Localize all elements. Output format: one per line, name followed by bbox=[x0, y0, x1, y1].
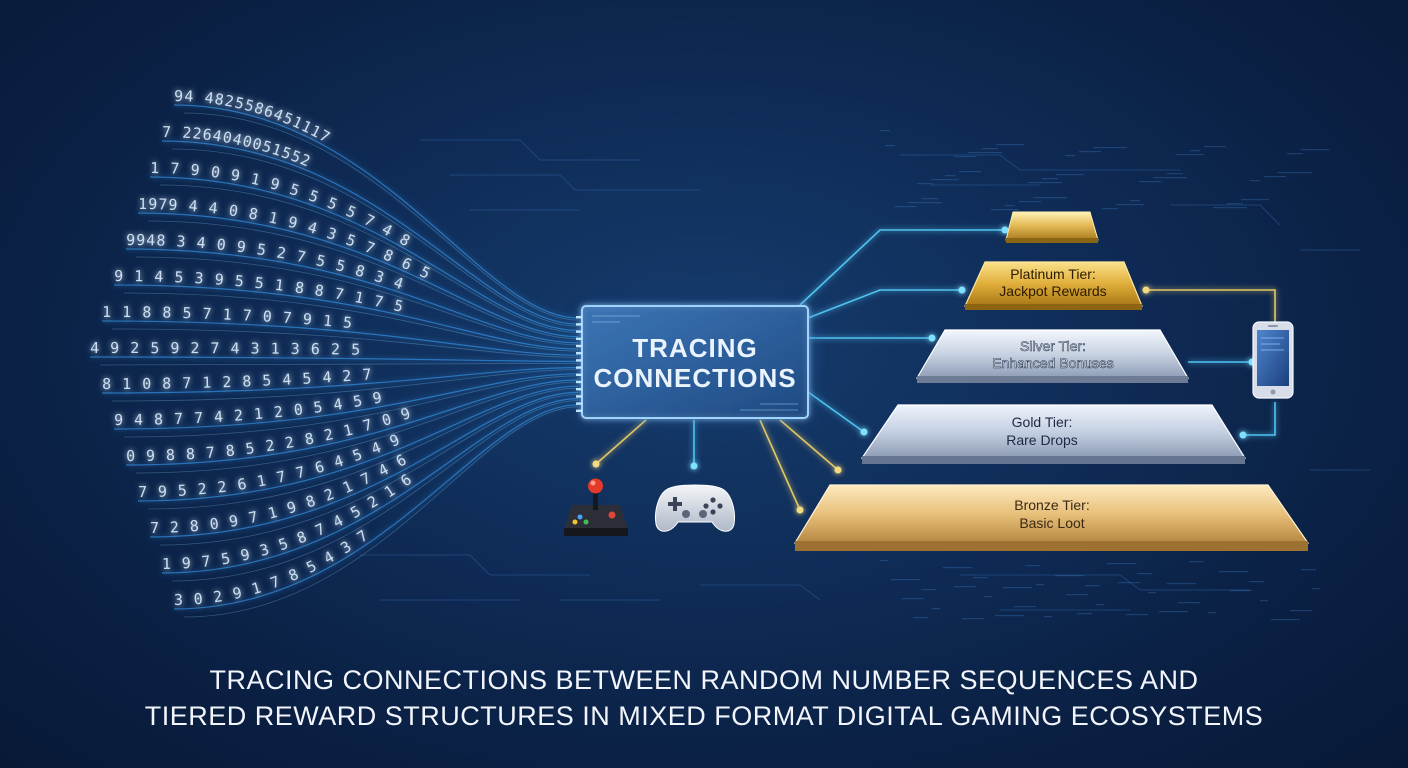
caption-line1: TRACING CONNECTIONS BETWEEN RANDOM NUMBE… bbox=[209, 665, 1199, 695]
tier-bronze-reward: Basic Loot bbox=[1019, 515, 1084, 531]
number-sequence: 4 9 2 5 9 2 7 4 3 1 3 6 2 5 bbox=[90, 339, 361, 359]
hub-title-line1: TRACING bbox=[632, 333, 757, 363]
joystick-icon bbox=[564, 478, 628, 536]
tier-platinum-reward: Jackpot Rewards bbox=[999, 283, 1106, 299]
caption-line2: TIERED REWARD STRUCTURES IN MIXED FORMAT… bbox=[144, 701, 1264, 731]
number-sequence: 1 1 8 8 5 7 1 7 0 7 9 1 5 bbox=[102, 303, 354, 332]
number-sequence: 8 1 0 8 7 1 2 8 5 4 5 4 2 7 bbox=[102, 365, 373, 393]
pyramid-top-cap bbox=[1005, 211, 1099, 243]
tier-bronze: Bronze Tier: Basic Loot bbox=[793, 484, 1310, 551]
tier-silver: Silver Tier: Enhanced Bonuses bbox=[915, 329, 1190, 383]
number-stream-lines bbox=[89, 104, 579, 618]
tier-platinum: Platinum Tier: Jackpot Rewards bbox=[964, 261, 1143, 310]
connector-lines bbox=[595, 229, 1276, 511]
caption: TRACING CONNECTIONS BETWEEN RANDOM NUMBE… bbox=[0, 662, 1408, 734]
hub-box: TRACING CONNECTIONS bbox=[576, 305, 809, 419]
circuit-traces bbox=[360, 130, 1370, 621]
tier-gold-name: Gold Tier: bbox=[1012, 414, 1073, 430]
tier-bronze-name: Bronze Tier: bbox=[1014, 497, 1089, 513]
tier-gold-reward: Rare Drops bbox=[1006, 432, 1078, 448]
tier-gold: Gold Tier: Rare Drops bbox=[860, 404, 1247, 464]
tier-platinum-name: Platinum Tier: bbox=[1010, 266, 1096, 282]
tier-silver-name: Silver Tier: bbox=[1020, 338, 1086, 354]
smartphone-icon bbox=[1252, 321, 1294, 399]
tier-silver-reward: Enhanced Bonuses bbox=[992, 355, 1113, 371]
hub-title-line2: CONNECTIONS bbox=[593, 363, 796, 393]
gamepad-icon bbox=[655, 484, 735, 532]
connector-dots bbox=[592, 226, 1256, 514]
